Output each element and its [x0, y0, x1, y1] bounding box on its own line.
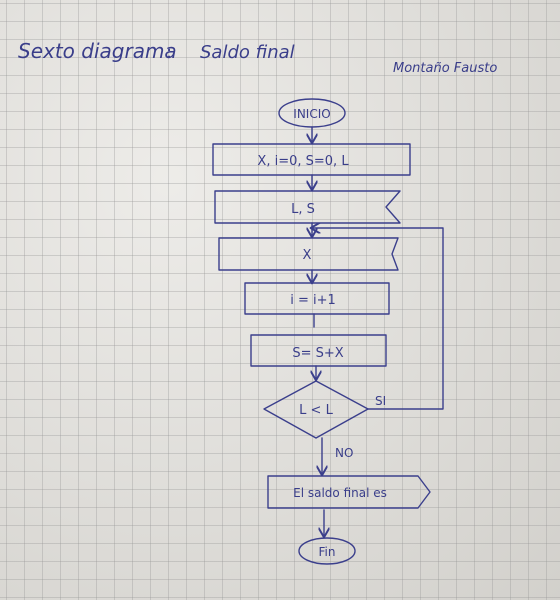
output-shape	[267, 475, 431, 509]
init-process-box: X, i=0, S=0, L	[212, 143, 411, 176]
accumulate-box: S= S+X	[250, 334, 387, 367]
no-label: NO	[335, 446, 353, 460]
increment-label: i = i+1	[290, 293, 336, 308]
condition-label: L < L	[299, 403, 333, 418]
input-ls-box: L, S	[214, 190, 401, 224]
title-separator: :	[166, 42, 172, 63]
start-label: INICIO	[293, 107, 330, 121]
condition-shape	[263, 380, 369, 439]
increment-box: i = i+1	[244, 282, 390, 315]
read-x-shape	[218, 237, 399, 271]
read-x-label: X	[303, 248, 312, 263]
start-terminal: INICIO	[278, 98, 346, 128]
output-label: El saldo final es	[293, 486, 387, 500]
end-ellipse	[298, 537, 356, 565]
yes-label: SI	[375, 394, 386, 408]
loop-back-connector	[312, 228, 444, 410]
author-name: Montaño Fausto	[393, 61, 497, 76]
accumulate-rect	[250, 334, 387, 367]
end-label: Fin	[319, 545, 336, 559]
input-ls-label: L, S	[291, 202, 315, 217]
diagram-subtitle: Saldo final	[200, 42, 295, 63]
end-terminal: Fin	[298, 537, 356, 565]
condition-diamond: L < L	[263, 380, 369, 439]
diagram-title: Sexto diagrama	[18, 39, 177, 63]
input-ls-shape	[214, 190, 401, 224]
read-x-box: X	[218, 237, 399, 271]
init-label: X, i=0, S=0, L	[257, 154, 349, 169]
increment-rect	[244, 282, 390, 315]
output-display: El saldo final es	[267, 475, 431, 509]
accumulate-label: S= S+X	[292, 346, 343, 361]
